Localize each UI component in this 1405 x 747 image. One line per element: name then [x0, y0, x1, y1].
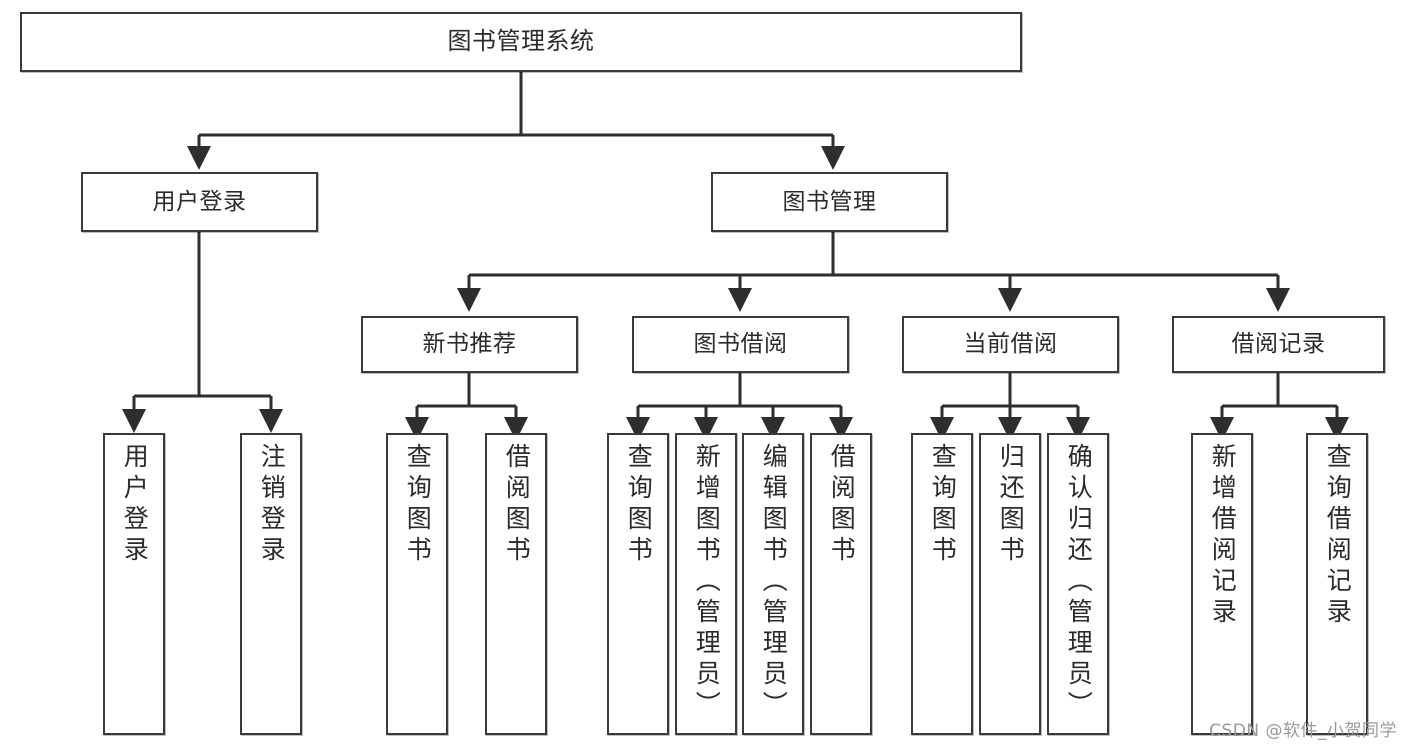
node-label: 新增借阅记录 [1208, 443, 1238, 629]
leaf-query-book-current[interactable]: 查询图书 [911, 433, 973, 735]
leaf-user-login[interactable]: 用户登录 [103, 433, 165, 735]
leaf-query-book-recommend[interactable]: 查询图书 [386, 433, 448, 735]
leaf-query-borrow-record[interactable]: 查询借阅记录 [1306, 433, 1368, 735]
node-label: 查询图书 [624, 443, 654, 567]
leaf-query-book-borrow[interactable]: 查询图书 [607, 433, 669, 735]
node-label: 用户登录 [120, 443, 150, 567]
node-label: 借阅记录 [1231, 331, 1326, 358]
node-label: 查询图书 [403, 443, 433, 567]
node-label: 借阅图书 [827, 443, 857, 567]
leaf-logout[interactable]: 注销登录 [240, 433, 302, 735]
node-label: 借阅图书 [502, 443, 532, 567]
node-label: 确认归还（管理员） [1064, 443, 1094, 722]
leaf-confirm-return-admin[interactable]: 确认归还（管理员） [1047, 433, 1109, 735]
leaf-borrow-book[interactable]: 借阅图书 [810, 433, 872, 735]
node-label: 新书推荐 [422, 331, 517, 358]
node-root-book-management-system[interactable]: 图书管理系统 [20, 12, 1022, 72]
node-label: 归还图书 [996, 443, 1026, 567]
leaf-borrow-book-recommend[interactable]: 借阅图书 [485, 433, 547, 735]
node-new-book-recommend[interactable]: 新书推荐 [361, 316, 578, 373]
leaf-add-borrow-record[interactable]: 新增借阅记录 [1191, 433, 1253, 735]
leaf-edit-book-admin[interactable]: 编辑图书（管理员） [742, 433, 804, 735]
node-current-borrow[interactable]: 当前借阅 [902, 316, 1119, 373]
node-label: 图书管理系统 [447, 27, 595, 56]
node-borrow-record[interactable]: 借阅记录 [1172, 316, 1385, 373]
node-label: 当前借阅 [963, 331, 1058, 358]
node-label: 注销登录 [257, 443, 287, 567]
node-label: 用户登录 [152, 188, 247, 215]
node-book-borrow[interactable]: 图书借阅 [632, 316, 849, 373]
node-label: 查询借阅记录 [1323, 443, 1353, 629]
node-label: 图书借阅 [693, 331, 788, 358]
node-user-login[interactable]: 用户登录 [81, 172, 318, 232]
node-label: 图书管理 [782, 188, 877, 215]
node-label: 查询图书 [928, 443, 958, 567]
node-book-management[interactable]: 图书管理 [711, 172, 948, 232]
node-label: 编辑图书（管理员） [759, 443, 789, 722]
watermark-text: CSDN @软件_小贺同学 [1209, 721, 1397, 741]
leaf-add-book-admin[interactable]: 新增图书（管理员） [675, 433, 737, 735]
node-label: 新增图书（管理员） [692, 443, 722, 722]
leaf-return-book[interactable]: 归还图书 [979, 433, 1041, 735]
